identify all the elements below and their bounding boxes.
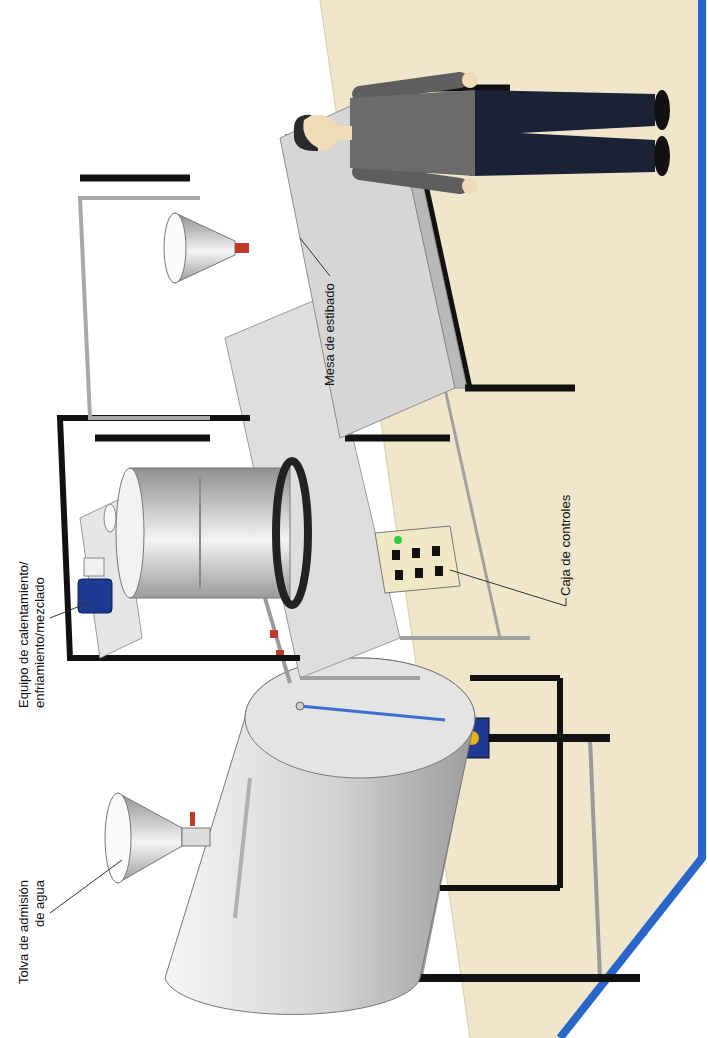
table-leg [400, 636, 530, 640]
frame-upright [80, 175, 190, 182]
hopper-neck [182, 828, 210, 846]
control-knob [395, 570, 403, 580]
person-torso [350, 90, 475, 176]
mixer-motor [78, 579, 112, 613]
person-hand [462, 178, 478, 194]
hopper-support [235, 778, 250, 918]
person-shoe [654, 136, 670, 176]
rotated-scene [50, 0, 707, 1038]
mixer-inlet [104, 504, 116, 532]
callout-label: Equipo de calentamiento/ enfriamiento/me… [16, 548, 48, 708]
valve-handle [190, 812, 195, 826]
person-arm [360, 172, 460, 186]
water-tank [165, 658, 475, 1014]
person-legs [470, 90, 655, 176]
rod-fitting [296, 702, 304, 710]
stand-leg [410, 974, 640, 982]
person-hand [462, 72, 478, 88]
control-knob [435, 566, 443, 576]
leader-line [50, 602, 90, 618]
person-shoe [654, 90, 670, 130]
tank-end-cap [245, 658, 475, 778]
valve [270, 630, 278, 638]
stand-rail [590, 738, 600, 978]
mixer-band [199, 478, 201, 588]
person-arm [360, 80, 460, 94]
stand-rail [557, 678, 563, 888]
leader-line [300, 238, 330, 276]
mixer-frame [60, 418, 300, 658]
control-box [375, 526, 460, 593]
control-knob [392, 550, 400, 560]
control-knob [412, 548, 420, 558]
person-hair [294, 115, 318, 151]
callout-label: Tolva de admisión de agua [16, 880, 48, 998]
stand-leg [440, 885, 560, 891]
funnel-mouth [164, 213, 186, 283]
control-knob [432, 546, 440, 556]
callout-label: Mesa de estibado [322, 276, 338, 386]
leader-line [450, 570, 566, 606]
pilot-light [394, 536, 402, 544]
table-leg [345, 435, 450, 442]
stand-leg [470, 675, 560, 681]
table-leg [465, 385, 575, 392]
mixer-lid [116, 468, 144, 598]
callout-label: Caja de controles [558, 476, 574, 596]
level-rod [300, 706, 445, 720]
motor-gearbox [84, 558, 104, 576]
mixer-base-ring [276, 461, 308, 605]
control-knob [415, 568, 423, 578]
frame-upright [95, 435, 210, 442]
pipe [265, 598, 290, 683]
funnel-spout [235, 243, 249, 253]
leader-line [50, 860, 122, 913]
table-leg [300, 676, 420, 680]
mixer-vessel [130, 468, 290, 598]
